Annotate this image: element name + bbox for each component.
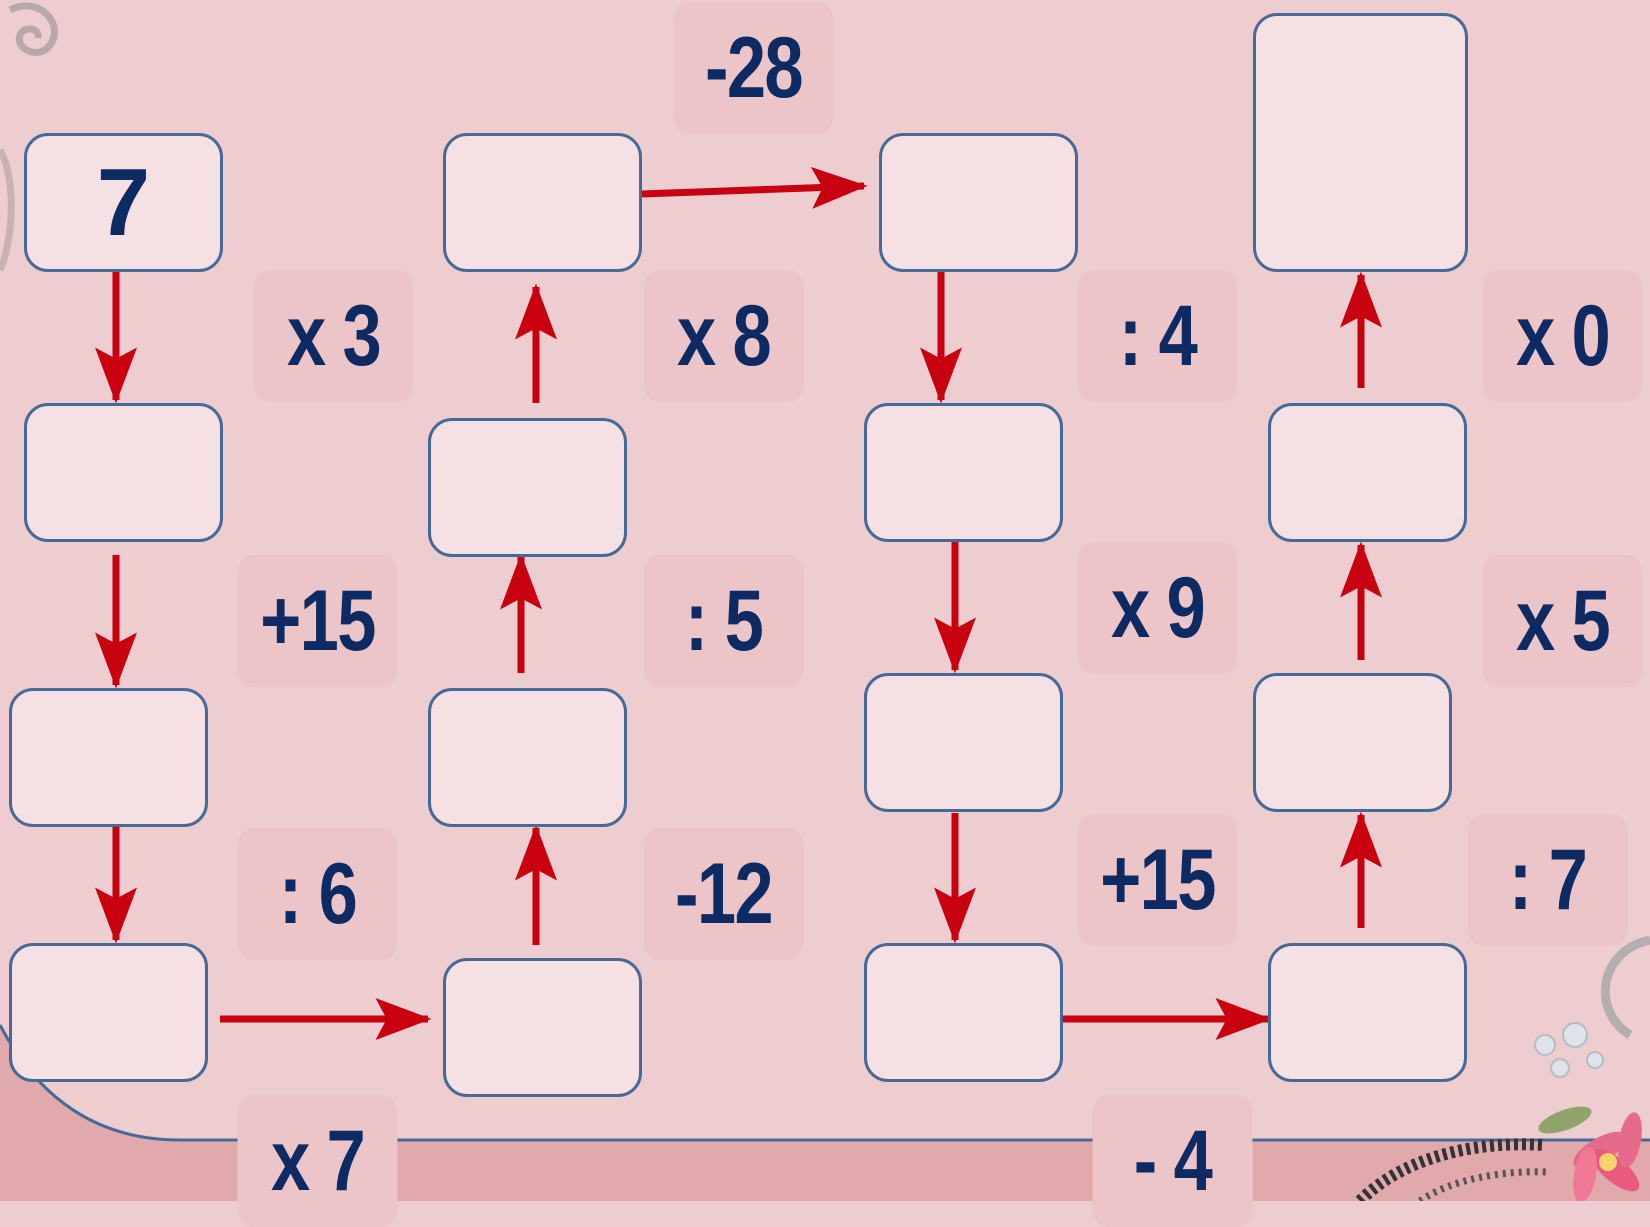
answer-box[interactable] <box>1253 673 1452 812</box>
sparkle-dot <box>1534 1034 1556 1056</box>
op-col2-div-5: : 5 <box>643 555 804 687</box>
op-col1-plus-15: +15 <box>237 555 398 687</box>
sparkle-dot <box>1562 1022 1588 1048</box>
op-col2-times-8: x 8 <box>643 270 804 402</box>
answer-box[interactable] <box>443 958 642 1097</box>
glitter-ribbon <box>1355 1138 1546 1201</box>
answer-box[interactable] <box>1268 403 1467 542</box>
op-col4-times-0: x 0 <box>1482 270 1643 402</box>
op-col3-plus-15: +15 <box>1077 814 1238 946</box>
answer-box[interactable] <box>9 688 208 827</box>
swirl-ornament-top-left <box>8 2 58 56</box>
answer-box[interactable] <box>443 133 642 272</box>
arrows-layer <box>95 166 1382 1040</box>
op-col3-times-9: x 9 <box>1077 542 1238 674</box>
answer-box[interactable] <box>428 418 627 557</box>
answer-box[interactable] <box>9 943 208 1082</box>
op-col3-div-4: : 4 <box>1077 270 1238 402</box>
answer-box[interactable] <box>879 133 1078 272</box>
answer-box[interactable] <box>864 403 1063 542</box>
op-col2-minus-12: -12 <box>643 828 804 960</box>
answer-box[interactable] <box>864 943 1063 1082</box>
swirl-ornament-left <box>0 148 15 272</box>
answer-box[interactable] <box>428 688 627 827</box>
swirl-ornament-bottom-right <box>1600 935 1650 1039</box>
sparkle-dot <box>1550 1058 1570 1078</box>
flower-ornament <box>1538 1106 1642 1201</box>
final-answer-box[interactable] <box>1253 13 1468 272</box>
op-col1-times-3: x 3 <box>253 270 414 402</box>
sparkle-dot <box>1586 1051 1604 1069</box>
answer-box[interactable] <box>864 673 1063 812</box>
answer-box[interactable] <box>1268 943 1467 1082</box>
start-value-box: 7 <box>24 133 223 272</box>
op-col4-div-7: : 7 <box>1467 814 1628 946</box>
op-col4-times-5: x 5 <box>1482 555 1643 687</box>
answer-box[interactable] <box>24 403 223 542</box>
op-top-minus-28: -28 <box>673 2 834 134</box>
op-col1-div-6: : 6 <box>237 828 398 960</box>
arrow-right <box>641 166 868 209</box>
